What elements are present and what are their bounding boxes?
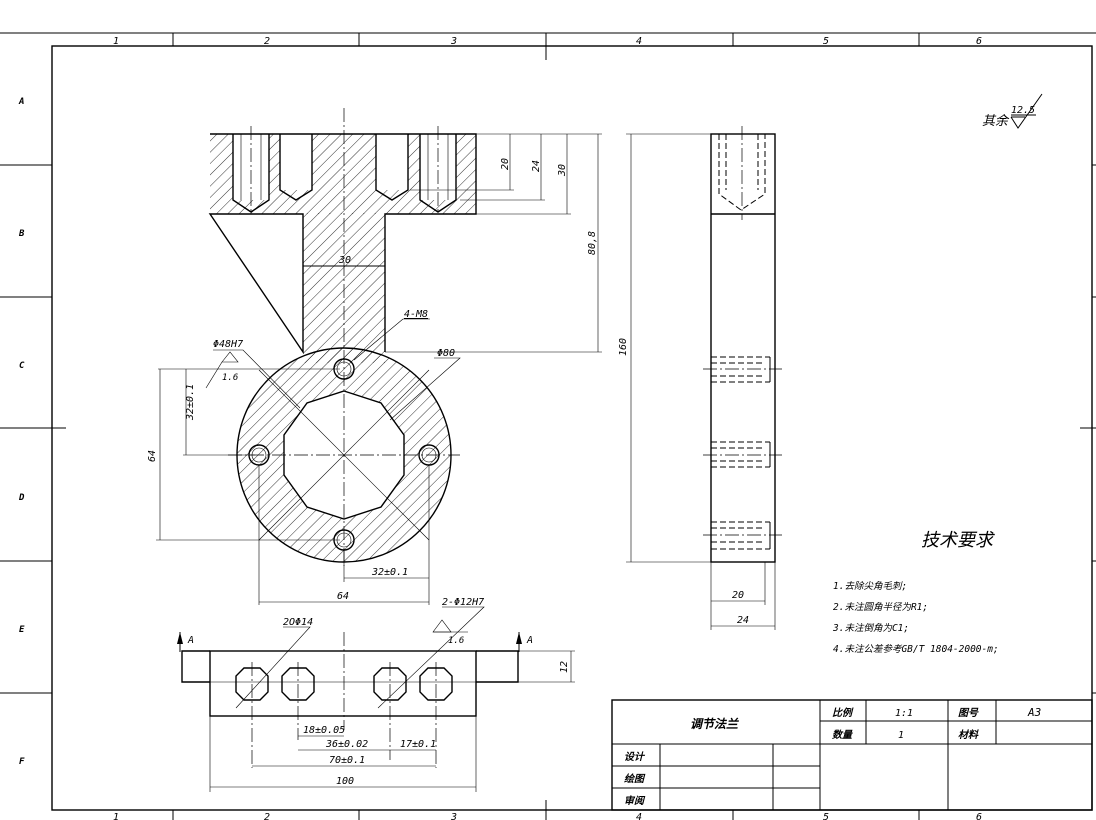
column-label: 2: [264, 36, 270, 47]
dim-64-v: 64: [147, 450, 158, 462]
roughness-1-6-a: 1.6: [222, 373, 238, 383]
column-labels-top: 1 2 3 4 5 6: [113, 36, 982, 47]
roughness-1-6-b: 1.6: [448, 636, 464, 646]
tech-item: 1.去除尖角毛刺;: [833, 580, 907, 592]
review-label: 审阅: [624, 795, 646, 807]
dim-100: 100: [336, 776, 354, 787]
dim-24-side: 24: [737, 615, 749, 626]
dim-30: 30: [557, 164, 568, 177]
roughness-label: 其余: [982, 113, 1010, 129]
dim-24: 24: [531, 160, 542, 172]
dim-18: 18±0.05: [303, 725, 345, 736]
dim-4-m8: 4-M8: [404, 309, 428, 320]
column-label: 2: [264, 812, 270, 820]
column-label: 3: [450, 36, 457, 47]
row-label: E: [19, 625, 25, 635]
tech-item: 3.未注倒角为C1;: [832, 622, 909, 634]
dim-17: 17±0.1: [400, 739, 436, 750]
tech-item: 2.未注圆角半径为R1;: [833, 601, 928, 613]
drawing-frame: [0, 32, 1096, 820]
column-label: 1: [113, 36, 119, 47]
technical-requirements: 技术要求 1.去除尖角毛刺; 2.未注圆角半径为R1; 3.未注倒角为C1; 4…: [832, 530, 999, 655]
tech-title: 技术要求: [921, 530, 995, 551]
row-label: C: [19, 361, 25, 371]
scale-value: 1:1: [895, 708, 913, 719]
drawn-label: 绘图: [624, 773, 646, 785]
dim-36: 36±0.02: [325, 739, 368, 750]
dim-12: 12: [559, 661, 570, 673]
column-label: 5: [823, 36, 829, 47]
column-labels-bottom: 1 2 3 4 5 6: [113, 812, 982, 820]
row-label: A: [18, 97, 24, 107]
qty-value: 1: [898, 730, 904, 741]
part-name: 调节法兰: [690, 717, 740, 731]
column-label: 4: [636, 812, 642, 820]
design-label: 设计: [624, 751, 646, 763]
hole-octagon-1: [235, 662, 269, 768]
dim-2-phi12: 2-Φ12H7: [442, 597, 484, 608]
dim-160: 160: [618, 338, 629, 356]
drawing-no-label: 图号: [958, 707, 979, 719]
hole-octagon-3: [373, 662, 407, 760]
dim-64-h: 64: [337, 591, 349, 602]
hole-octagon-2: [281, 662, 315, 740]
dim-2o-phi14: 2OΦ14: [283, 617, 313, 628]
row-labels: A B C D E F: [18, 97, 25, 767]
material-label: 材料: [958, 729, 979, 741]
roughness-value: 12.5: [1011, 105, 1035, 116]
dim-70: 70±0.1: [329, 755, 365, 766]
side-hole-upper: [703, 356, 782, 383]
drawing-no-value: A3: [1027, 706, 1041, 719]
dim-20-side: 20: [732, 590, 744, 601]
dim-32-v: 32±0.1: [185, 384, 196, 421]
dim-32-h: 32±0.1: [371, 567, 408, 578]
dim-20: 20: [500, 158, 511, 170]
dim-80-8: 80,8: [587, 231, 598, 255]
section-arrow-right: A: [516, 632, 533, 652]
tech-item: 4.未注公差参考GB/T 1804-2000-m;: [833, 643, 999, 655]
dim-30-stem: 30: [338, 255, 351, 266]
section-label: A: [187, 635, 194, 646]
dim-phi48: Φ48H7: [213, 339, 243, 350]
scale-label: 比例: [832, 707, 854, 719]
section-label: A: [526, 635, 533, 646]
dim-phi80: Φ80: [437, 348, 455, 359]
row-label: B: [18, 229, 25, 239]
title-block: 调节法兰 比例 1:1 图号 A3 数量 1 材料 设计 绘图 审阅: [611, 699, 1093, 811]
side-hole-lower: [703, 521, 782, 550]
row-label: D: [18, 493, 25, 503]
column-label: 6: [976, 812, 982, 820]
side-view: 160 20 24: [618, 126, 782, 630]
column-label: 3: [450, 812, 457, 820]
side-hole-middle: [703, 441, 782, 468]
bottom-view: A A 2OΦ14 2-Φ12H7 1.6 12 18±0.05 36±0.02…: [177, 597, 575, 792]
hole-octagon-4: [419, 662, 453, 768]
front-view: 20 24 30 80,8 30 4-M8 Φ48H7 1.6 Φ80 32±0…: [147, 108, 602, 605]
column-label: 6: [976, 36, 982, 47]
section-arrow-left: A: [177, 632, 194, 652]
column-label: 1: [113, 812, 119, 820]
row-label: F: [19, 757, 25, 767]
column-label: 4: [636, 36, 642, 47]
roughness-note: 其余 12.5: [982, 93, 1043, 129]
column-label: 5: [823, 812, 829, 820]
qty-label: 数量: [832, 729, 854, 741]
